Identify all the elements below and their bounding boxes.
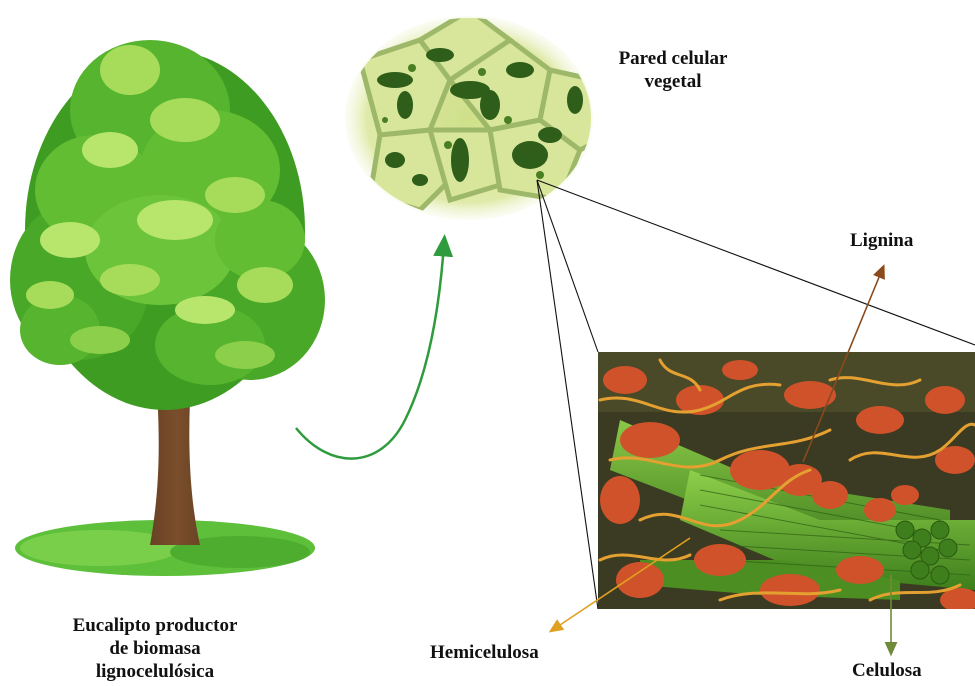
tree-caption: Eucalipto productor de biomasa lignocelu… xyxy=(40,614,270,683)
tree-caption-line-1: Eucalipto productor xyxy=(40,614,270,637)
cell-wall-micrograph xyxy=(345,10,600,220)
celulosa-label: Celulosa xyxy=(852,659,922,682)
tree-caption-line-2: de biomasa xyxy=(40,637,270,660)
lignocellulose-micrograph xyxy=(598,352,975,612)
lignina-label: Lignina xyxy=(850,229,913,252)
tree-caption-line-3: lignocelulósica xyxy=(40,660,270,683)
tree-canopy xyxy=(10,40,325,410)
cell-wall-caption: Pared celular vegetal xyxy=(598,47,748,93)
eucalyptus-tree-illustration xyxy=(10,40,325,576)
cell-wall-caption-line-2: vegetal xyxy=(598,70,748,93)
cell-wall-caption-line-1: Pared celular xyxy=(598,47,748,70)
hemicelulosa-label: Hemicelulosa xyxy=(430,641,539,664)
